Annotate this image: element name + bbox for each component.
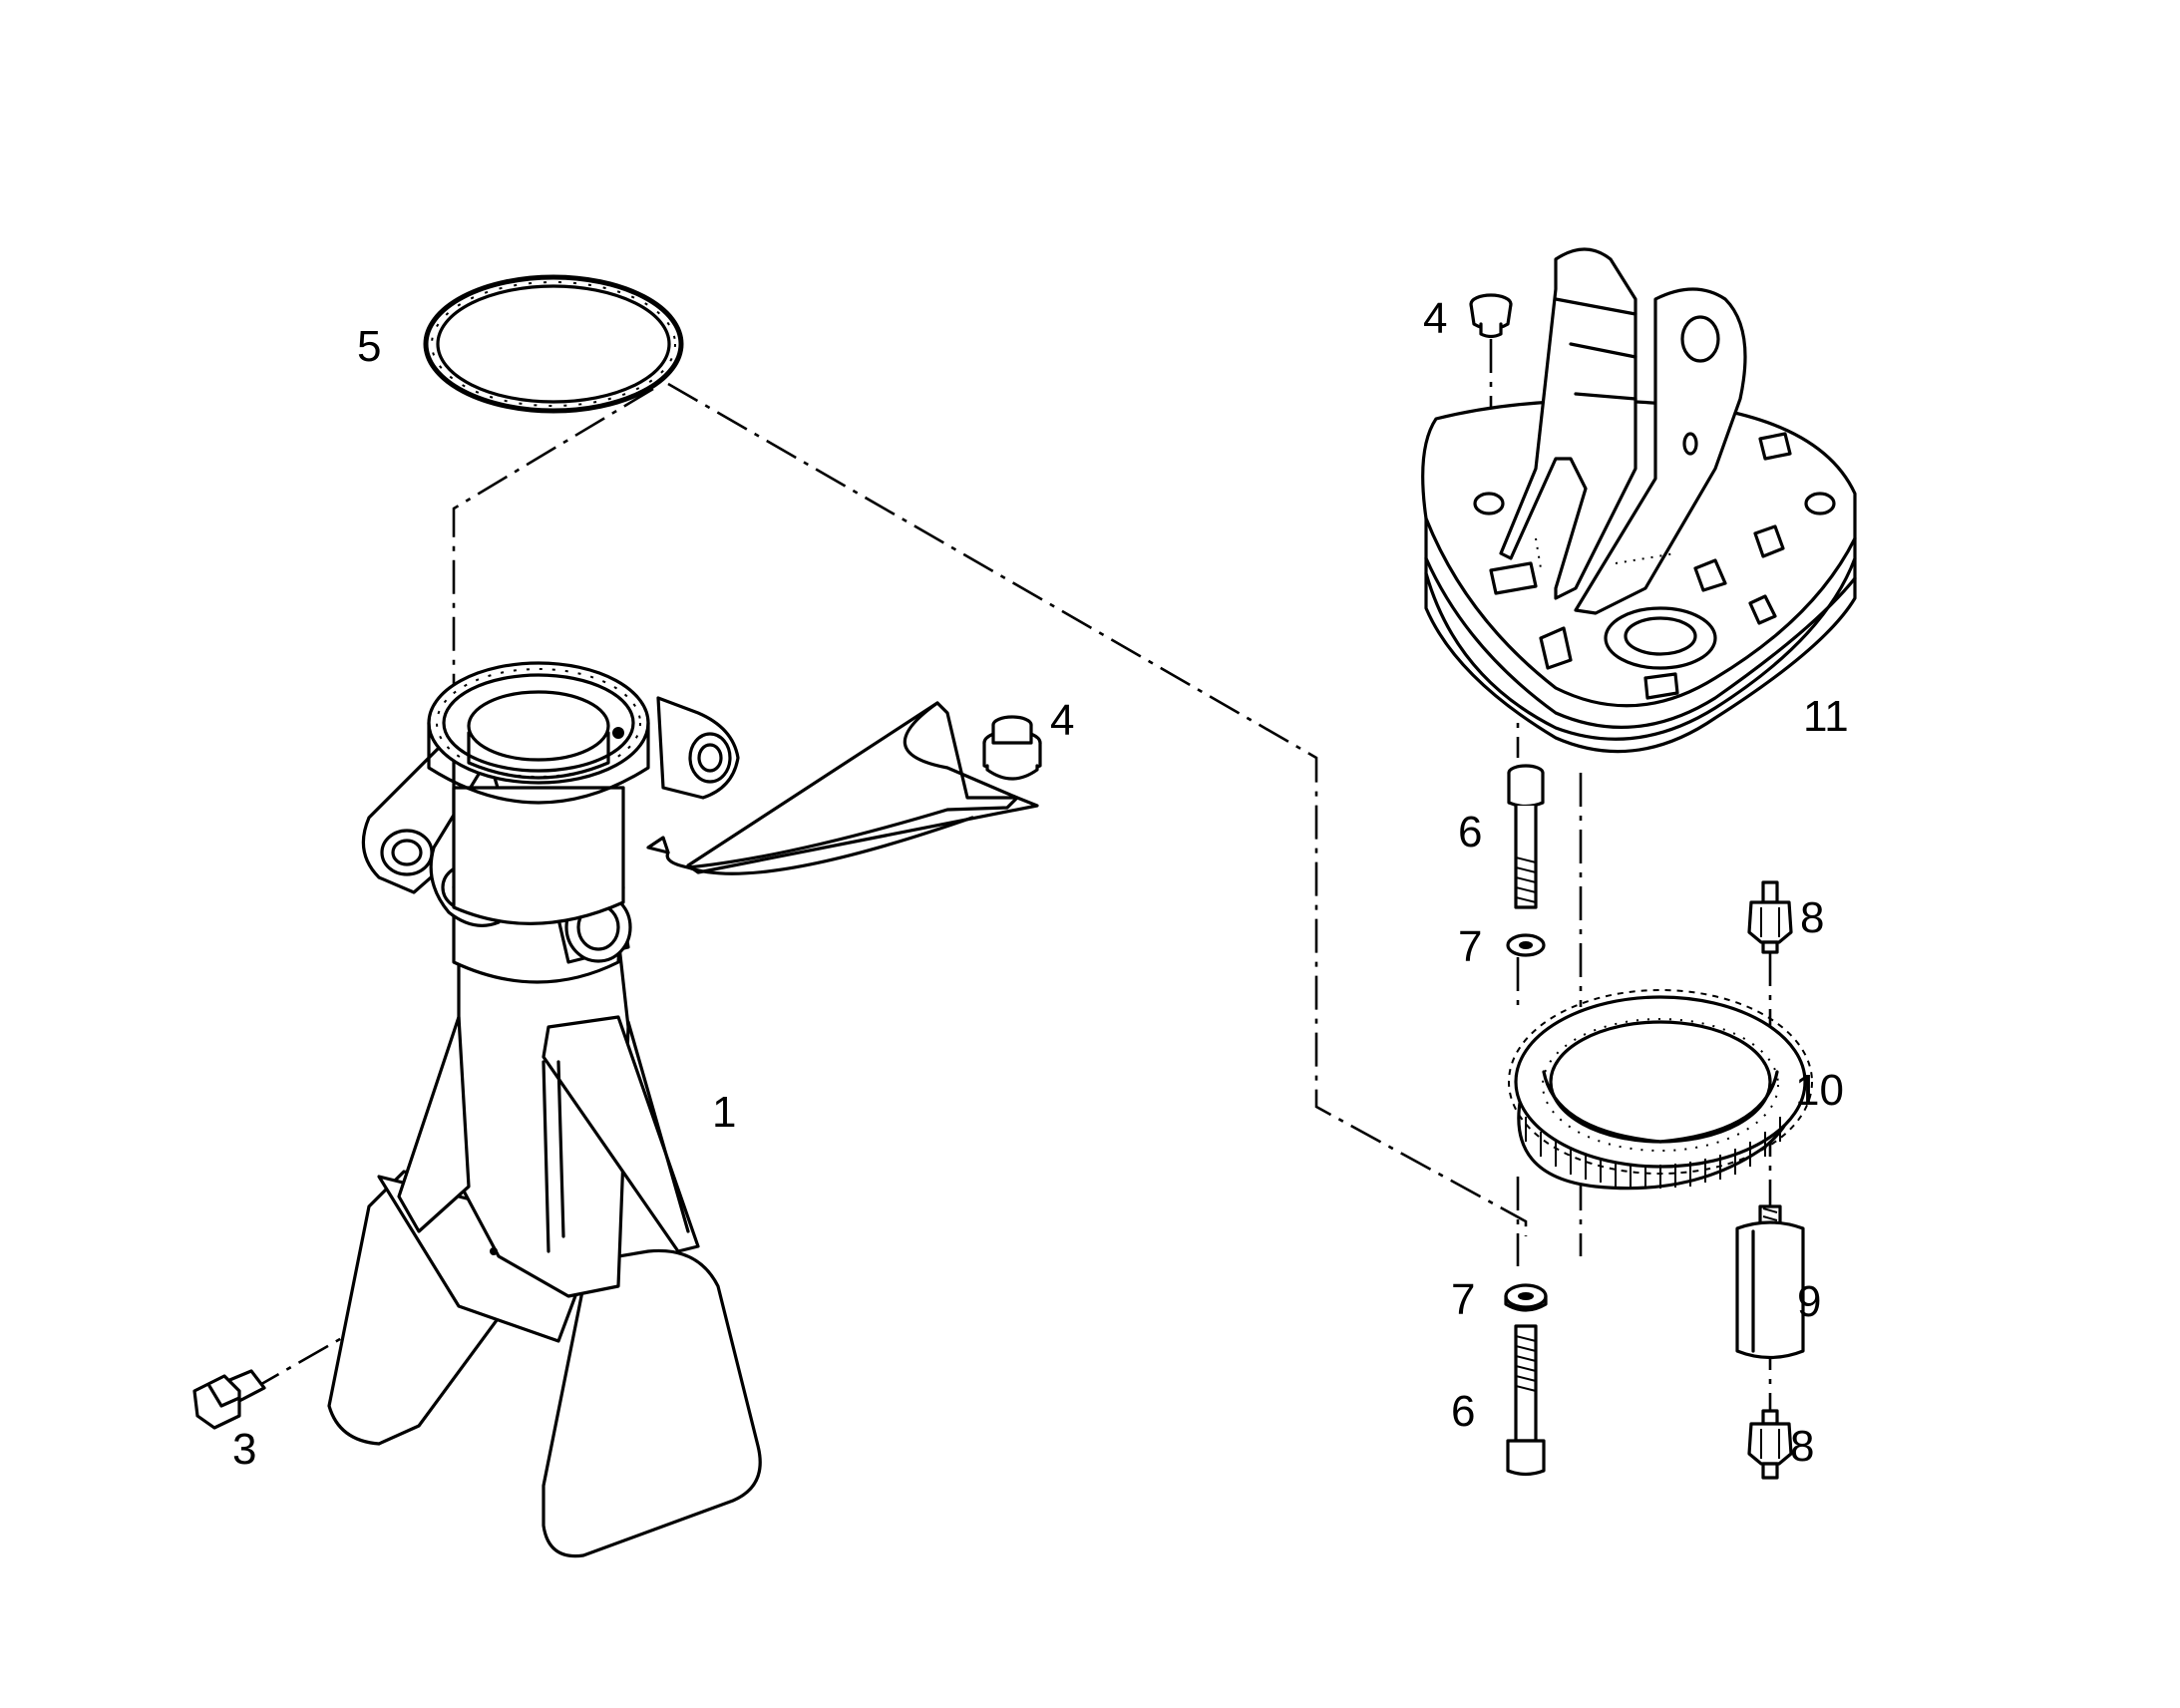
callout-part-8-upper: 8 (1800, 893, 1824, 942)
callout-part-4-pedestal: 4 (1050, 696, 1074, 745)
callout-part-6-lower: 6 (1451, 1387, 1475, 1436)
callout-part-11: 11 (1803, 692, 1849, 741)
bolt-part-6-upper (1507, 764, 1545, 909)
fitting-part-8-lower (1747, 1409, 1793, 1480)
bolt-part-6-lower (1506, 1324, 1546, 1477)
callout-part-7-upper: 7 (1458, 922, 1482, 971)
callout-part-4-top: 4 (1423, 294, 1447, 343)
callout-part-6-upper: 6 (1458, 808, 1482, 856)
callout-part-3: 3 (232, 1425, 256, 1474)
bolt-part-3 (192, 1369, 266, 1430)
fitting-part-8-upper (1747, 880, 1793, 954)
top-plate-part-11 (1421, 247, 1857, 754)
slewing-ring-part-10 (1508, 989, 1813, 1191)
callout-part-7-lower: 7 (1451, 1275, 1475, 1324)
callout-part-8-lower: 8 (1790, 1422, 1814, 1471)
washer-part-7-lower (1504, 1283, 1548, 1312)
pedestal-part-1 (327, 661, 762, 1558)
callout-part-10: 10 (1795, 1066, 1844, 1115)
seal-ring-part-5 (423, 274, 684, 414)
plug-part-4-pedestal (646, 701, 1042, 875)
callout-part-1: 1 (712, 1088, 736, 1137)
spacer-part-9 (1735, 1204, 1805, 1360)
washer-part-7-upper (1506, 933, 1546, 957)
callout-part-9: 9 (1797, 1277, 1821, 1326)
plug-part-4-top (1469, 293, 1513, 339)
callout-labels: 5 4 1 3 4 11 6 7 8 10 7 9 6 8 (232, 294, 1849, 1474)
callout-part-5: 5 (357, 322, 381, 371)
